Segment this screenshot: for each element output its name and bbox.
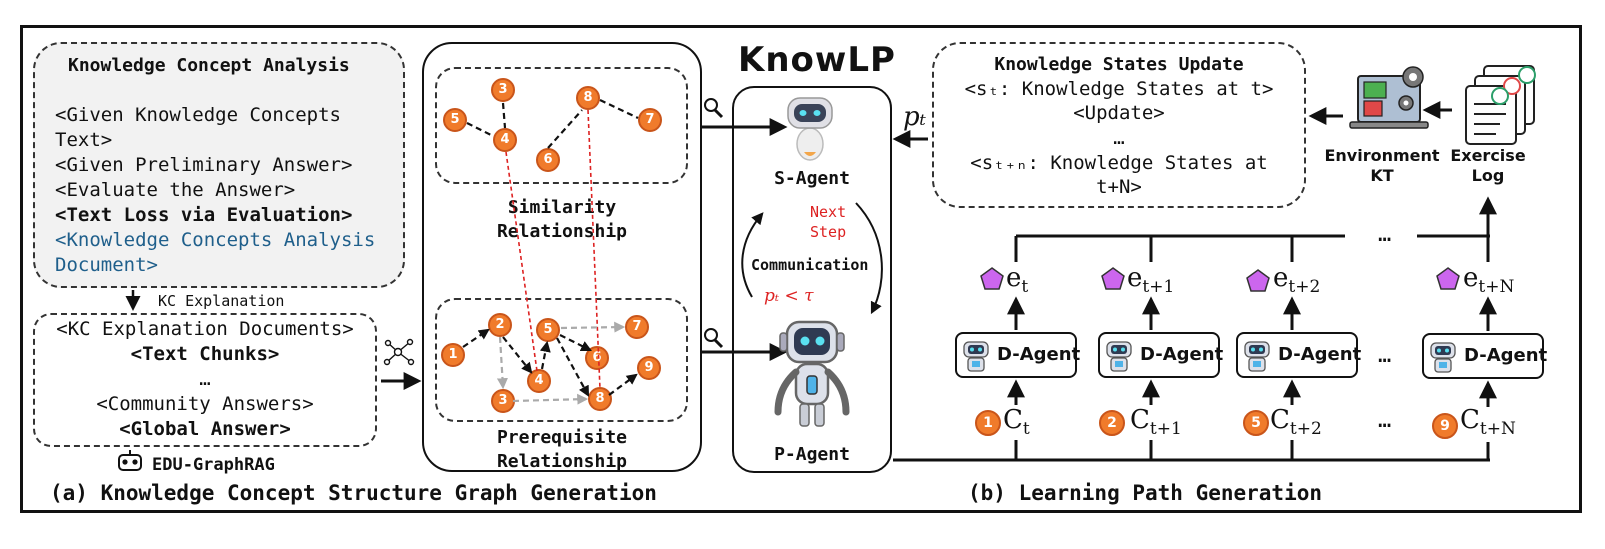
- prerequisite-label-2: Relationship: [496, 451, 628, 472]
- p-agent-robot-icon: [774, 320, 850, 427]
- exercise-label-2: Log: [1471, 166, 1505, 185]
- environment-label-2: KT: [1370, 166, 1394, 185]
- kc-line-analysis-doc: <Knowledge Concepts Analysis: [55, 229, 376, 251]
- c-node-2: 2: [1099, 410, 1125, 436]
- c-var-4: Ct+N: [1460, 405, 1516, 439]
- c-var-1: Ct: [1003, 405, 1030, 439]
- sim-node-3: 3: [491, 78, 515, 102]
- edu-graphrag-label: EDU-GraphRAG: [152, 455, 275, 475]
- c-var-2: Ct+1: [1130, 405, 1182, 439]
- states-line4: <sₜ₊ₙ: Knowledge States at: [970, 152, 1268, 174]
- states-line3: …: [1113, 127, 1125, 149]
- environment-label-1: Environment: [1324, 146, 1440, 165]
- kc-docs-text-chunks: <Text Chunks>: [130, 343, 280, 365]
- cross-layer-edges: [505, 109, 601, 390]
- prerequisite-label-1: Prerequisite: [496, 427, 628, 448]
- communication-label: Communication: [751, 256, 869, 274]
- states-line2: <Update>: [1073, 102, 1165, 124]
- pre-node-8: 8: [588, 387, 612, 411]
- c-node-3: 5: [1243, 410, 1269, 436]
- c-var-3: Ct+2: [1270, 405, 1322, 439]
- kc-line-evaluate: <Evaluate the Answer>: [55, 179, 296, 201]
- figure-frame: [20, 25, 1582, 513]
- pre-node-5: 5: [536, 318, 560, 342]
- ellipsis-bottom: …: [1378, 408, 1392, 433]
- kc-docs-line1: <KC Explanation Documents>: [56, 318, 354, 340]
- caption-a: (a) Knowledge Concept Structure Graph Ge…: [50, 481, 657, 505]
- caption-b: (b) Learning Path Generation: [968, 481, 1323, 505]
- s-agent-robot-icon: [787, 97, 833, 161]
- e-var-1: et: [1006, 263, 1029, 297]
- next-step-label-2: Step: [810, 223, 847, 241]
- sim-node-6: 6: [536, 148, 560, 172]
- pre-node-4: 4: [527, 369, 551, 393]
- e-var-3: et+2: [1273, 263, 1321, 297]
- kc-analysis-title: Knowledge Concept Analysis: [68, 55, 350, 76]
- pre-node-7: 7: [625, 315, 649, 339]
- kc-docs-global: <Global Answer>: [119, 418, 291, 440]
- exercise-log-icon: [1465, 65, 1536, 145]
- d-agent-label: D-Agent: [1464, 345, 1548, 366]
- similarity-edges: [466, 99, 639, 149]
- c-node-1: 1: [975, 410, 1001, 436]
- environment-laptop-icon: [1349, 66, 1429, 129]
- sim-node-8: 8: [576, 86, 600, 110]
- kc-line-preliminary: <Given Preliminary Answer>: [55, 154, 353, 176]
- comm-arrow-right: [855, 202, 883, 315]
- prerequisite-box: [435, 298, 688, 422]
- states-line4b: t+N>: [1096, 176, 1142, 198]
- ellipsis-mid: …: [1378, 343, 1392, 368]
- kc-explanation-arrow-label: KC Explanation: [158, 292, 285, 310]
- sim-node-5: 5: [443, 108, 467, 132]
- e-var-4: et+N: [1463, 263, 1515, 297]
- similarity-box: [435, 67, 688, 184]
- pre-node-1: 1: [441, 343, 465, 367]
- kc-line-given-concepts-2: Text>: [55, 129, 113, 151]
- pt-label: pₜ: [903, 102, 927, 132]
- kc-line-analysis-doc-2: Document>: [55, 254, 158, 276]
- brand-title: KnowLP: [738, 40, 896, 80]
- c-node-4: 9: [1432, 413, 1458, 439]
- agents-panel: [732, 86, 892, 473]
- ellipsis-top: …: [1378, 222, 1392, 247]
- sim-node-4: 4: [493, 128, 517, 152]
- kc-docs-community: <Community Answers>: [96, 393, 314, 415]
- kc-docs-ellipsis: …: [199, 368, 211, 390]
- s-agent-label: S-Agent: [774, 168, 850, 189]
- pre-node-9: 9: [637, 356, 661, 380]
- sim-node-7: 7: [638, 108, 662, 132]
- pre-node-2: 2: [488, 313, 512, 337]
- kc-analysis-box: [33, 42, 405, 288]
- network-icon: [383, 338, 415, 366]
- d-agent-label: D-Agent: [1140, 344, 1224, 365]
- next-step-label-1: Next: [810, 203, 847, 221]
- p-agent-label: P-Agent: [774, 444, 850, 465]
- prerequisite-grey-edges: [496, 321, 626, 405]
- states-line1: <sₜ: Knowledge States at t>: [964, 78, 1274, 100]
- similarity-label-1: Similarity: [507, 197, 617, 218]
- knowledge-states-box: [932, 42, 1306, 208]
- magnifier-icon-top: [704, 98, 724, 119]
- comm-arrow-left: [741, 212, 764, 298]
- d-agent-label: D-Agent: [1278, 344, 1362, 365]
- pentagon-icons: [980, 267, 1460, 292]
- condition-label: pₜ < τ: [764, 286, 814, 306]
- states-title: Knowledge States Update: [994, 54, 1244, 75]
- kc-line-given-concepts: <Given Knowledge Concepts: [55, 104, 341, 126]
- edu-graphrag-robot-icon: [118, 450, 142, 471]
- e-var-2: et+1: [1127, 263, 1175, 297]
- d-agent-label: D-Agent: [997, 344, 1081, 365]
- graph-panel: [422, 42, 702, 472]
- prerequisite-edges: [462, 328, 638, 397]
- magnifier-icon-bottom: [704, 328, 724, 349]
- exercise-label-1: Exercise: [1450, 146, 1526, 165]
- kc-docs-box: [33, 313, 377, 447]
- similarity-label-2: Relationship: [496, 221, 628, 242]
- kc-line-text-loss: <Text Loss via Evaluation>: [55, 204, 353, 226]
- d-agent-robot-icons: [963, 341, 1456, 373]
